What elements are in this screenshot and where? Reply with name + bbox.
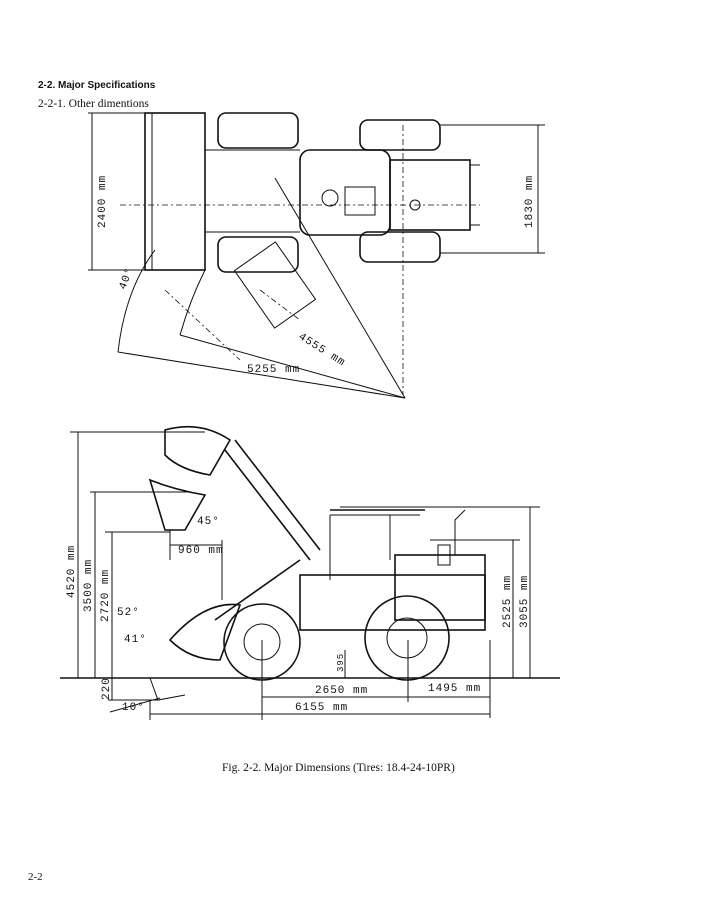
- bucket-width-label: 2400 mm: [97, 175, 109, 228]
- ground-clearance-label: 395: [336, 653, 346, 672]
- wheelbase-label: 2650 mm: [315, 685, 368, 697]
- overall-length-label: 6155 mm: [295, 702, 348, 714]
- dump-clearance-label: 2720 mm: [100, 569, 112, 622]
- top-view-drawing: 2400 mm 1830 mm 40° 4555 mm 5255 mm: [88, 112, 545, 399]
- page-number: 2-2: [28, 871, 43, 883]
- subsection-heading: 2-2-1. Other dimentions: [38, 98, 149, 110]
- dump-reach-label: 960 mm: [178, 545, 224, 557]
- hinge-pin-height-label: 3500 mm: [83, 559, 95, 612]
- max-height-label: 4520 mm: [66, 545, 78, 598]
- tread-width-label: 1830 mm: [524, 175, 536, 228]
- outer-turning-radius-label: 5255 mm: [247, 364, 300, 376]
- rear-overhang-label: 1495 mm: [428, 683, 481, 695]
- digging-depth-label: 220: [101, 677, 113, 700]
- inner-turning-radius-label: 4555 mm: [296, 331, 347, 369]
- figure-caption: Fig. 2-2. Major Dimensions (Tires: 18.4-…: [222, 762, 455, 774]
- rollback-ground-angle-label: 41°: [124, 634, 147, 646]
- cab-height-label: 2525 mm: [502, 575, 514, 628]
- section-heading: 2-2. Major Specifications: [38, 80, 156, 91]
- digging-angle-label: 10°: [122, 702, 145, 714]
- overall-height-label: 3055 mm: [519, 575, 531, 628]
- rollback-carry-angle-label: 52°: [117, 607, 140, 619]
- dump-angle-label: 45°: [197, 516, 220, 528]
- side-view-drawing: 4520 mm 3500 mm 2720 mm 220 45° 960 mm 5…: [60, 425, 560, 720]
